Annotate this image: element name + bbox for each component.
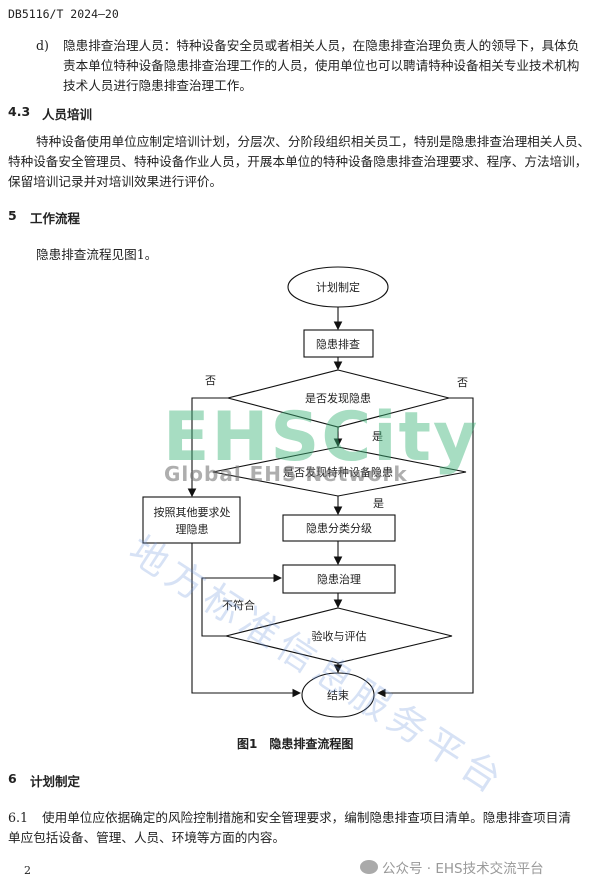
item-d-line-3: 技术人员进行隐患排查治理工作。 xyxy=(63,78,252,93)
sec-6-1-line-1: 使用单位应依据确定的风险控制措施和安全管理要求，编制隐患排查项目清单。隐患排查项… xyxy=(42,810,571,825)
start-label: 计划制定 xyxy=(316,280,360,294)
wechat-watermark: 公众号 · EHS技术交流平台 xyxy=(360,857,544,877)
sec-4-3-line-3: 保留培训记录并对培训效果进行评价。 xyxy=(8,174,223,189)
decision2-label: 是否发现特种设备隐患 xyxy=(283,465,393,479)
sec-4-3-number: 4.3 xyxy=(8,104,31,119)
end-node xyxy=(301,672,375,718)
item-d-line-1: 隐患排查治理人员：特种设备安全员或者相关人员，在隐患排查治理负责人的领导下，具体… xyxy=(63,38,580,53)
sec-4-3-line-2: 特种设备安全管理员、特种设备作业人员，开展本单位的特种设备隐患排查治理要求、程序… xyxy=(8,154,588,169)
classify-label: 隐患分类分级 xyxy=(306,521,372,535)
figure-caption: 图1 隐患排查流程图 xyxy=(237,737,354,751)
sec-5-intro: 隐患排查流程见图1。 xyxy=(36,247,158,262)
sec-6-number: 6 xyxy=(8,771,17,786)
wechat-icon xyxy=(360,860,378,874)
sec-5-number: 5 xyxy=(8,208,17,223)
not-ok-label: 不符合 xyxy=(222,598,255,612)
check-node xyxy=(303,329,374,358)
no-right-label: 否 xyxy=(457,376,468,389)
sec-6-1-line-2: 单应包括设备、管理、人员、环境等方面的内容。 xyxy=(8,830,286,845)
other-label-1: 按照其他要求处 xyxy=(154,505,231,519)
treat-node xyxy=(282,564,396,594)
yes1-label: 是 xyxy=(372,430,383,443)
watermark-brand: EHSCity xyxy=(163,398,480,477)
end-label: 结束 xyxy=(327,689,349,702)
treat-label: 隐患治理 xyxy=(317,572,361,586)
decision1-label: 是否发现隐患 xyxy=(305,391,371,405)
sec-6-title: 计划制定 xyxy=(30,774,81,789)
check-label: 隐患排查 xyxy=(316,337,360,351)
classify-node xyxy=(282,514,396,542)
page-number: 2 xyxy=(24,864,31,877)
item-d-label: d) xyxy=(36,38,49,53)
item-d-line-2: 责本单位特种设备隐患排查治理工作的人员，使用单位也可以聘请特种设备相关专业技术机… xyxy=(63,58,580,73)
watermark-network: Global EHS Network xyxy=(164,462,408,486)
other-label-2: 理隐患 xyxy=(176,523,209,536)
other-node xyxy=(142,496,241,544)
sec-4-3-title: 人员培训 xyxy=(42,107,93,122)
sec-5-title: 工作流程 xyxy=(30,211,81,226)
wechat-label: 公众号 · EHS技术交流平台 xyxy=(382,861,544,877)
no-left-label: 否 xyxy=(205,374,216,387)
doc-code: DB5116/T 2024—20 xyxy=(8,7,119,21)
sec-4-3-line-1: 特种设备使用单位应制定培训计划，分层次、分阶段组织相关员工，特别是隐患排查治理相… xyxy=(36,134,591,149)
sec-6-1-number: 6.1 xyxy=(8,810,29,825)
accept-label: 验收与评估 xyxy=(312,629,367,643)
yes2-label: 是 xyxy=(373,497,384,510)
